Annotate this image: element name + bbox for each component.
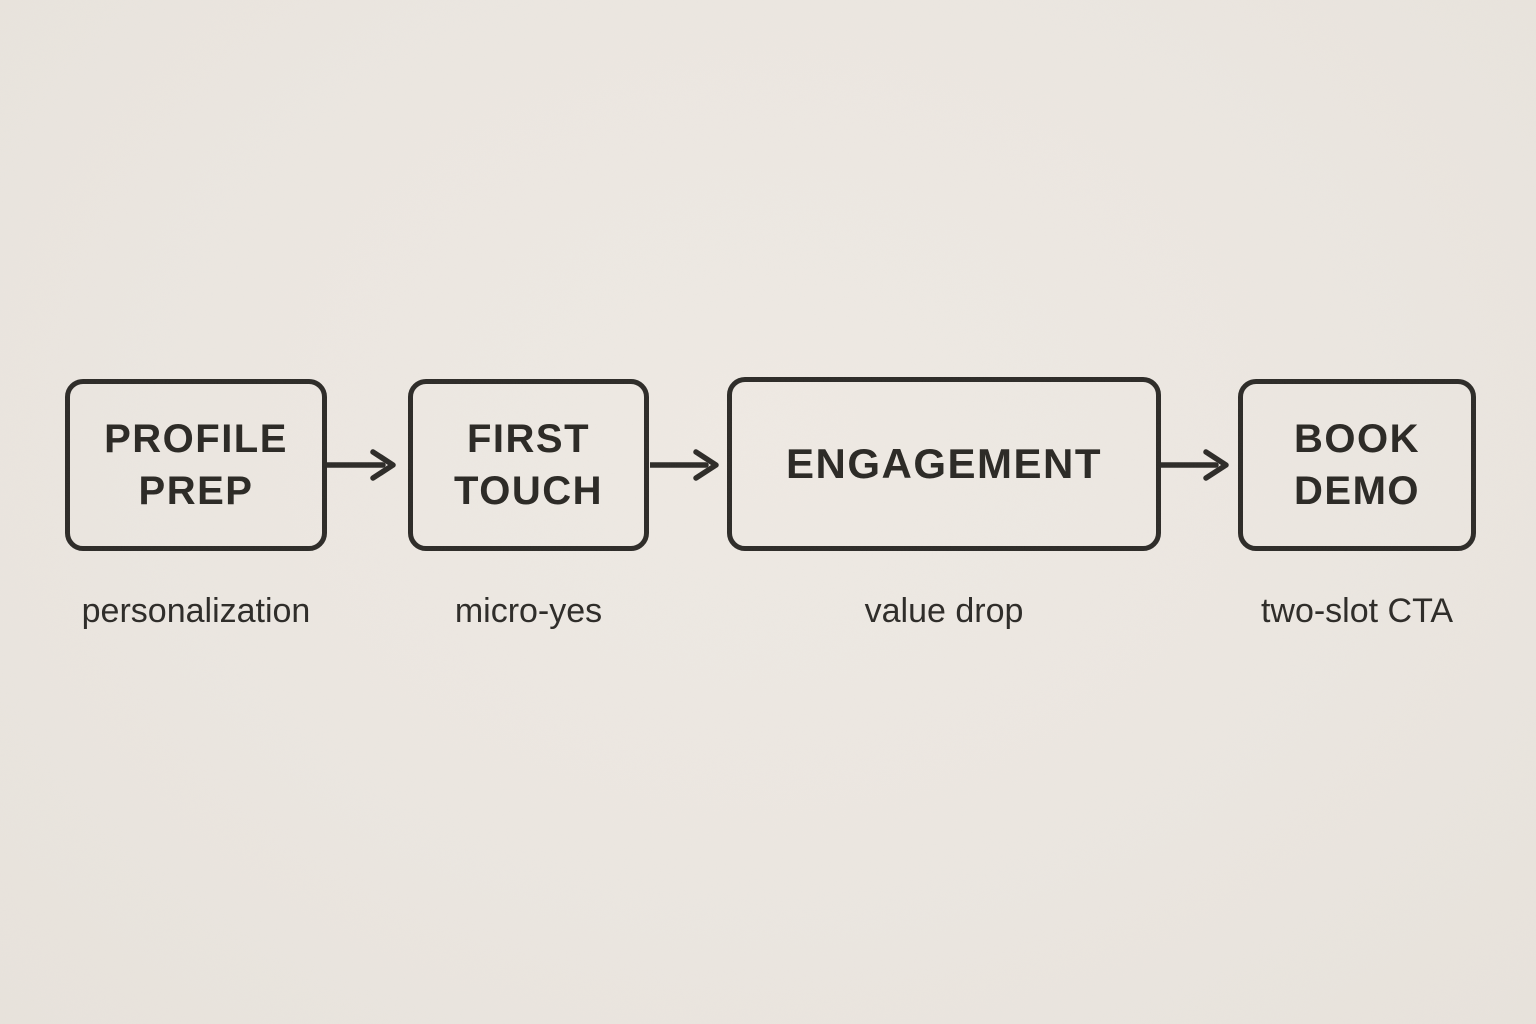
node-title: PROFILE PREP [104, 417, 288, 513]
profile-prep-box: PROFILE PREP [65, 379, 327, 551]
node-subtitle: value drop [864, 592, 1024, 630]
node-subtitle: personalization [81, 592, 311, 630]
node-subtitle: two-slot CTA [1260, 592, 1454, 630]
node-title: ENGAGEMENT [785, 439, 1102, 487]
arrow-right-icon [327, 449, 396, 481]
book-demo-box: BOOK DEMO [1238, 379, 1476, 551]
engagement-box: ENGAGEMENT [727, 377, 1161, 551]
node-title: FIRST TOUCH [454, 417, 603, 513]
first-touch-box: FIRST TOUCH [408, 379, 649, 551]
flow-node-profile-prep: PROFILE PREP personalization [65, 379, 327, 630]
flow-node-engagement: ENGAGEMENT value drop [727, 377, 1161, 630]
node-subtitle: micro-yes [454, 592, 603, 630]
node-title: BOOK DEMO [1294, 417, 1420, 513]
flow-node-book-demo: BOOK DEMO two-slot CTA [1238, 379, 1476, 630]
flow-node-first-touch: FIRST TOUCH micro-yes [408, 379, 649, 630]
arrow-right-icon [1160, 449, 1229, 481]
arrow-right-icon [650, 449, 719, 481]
